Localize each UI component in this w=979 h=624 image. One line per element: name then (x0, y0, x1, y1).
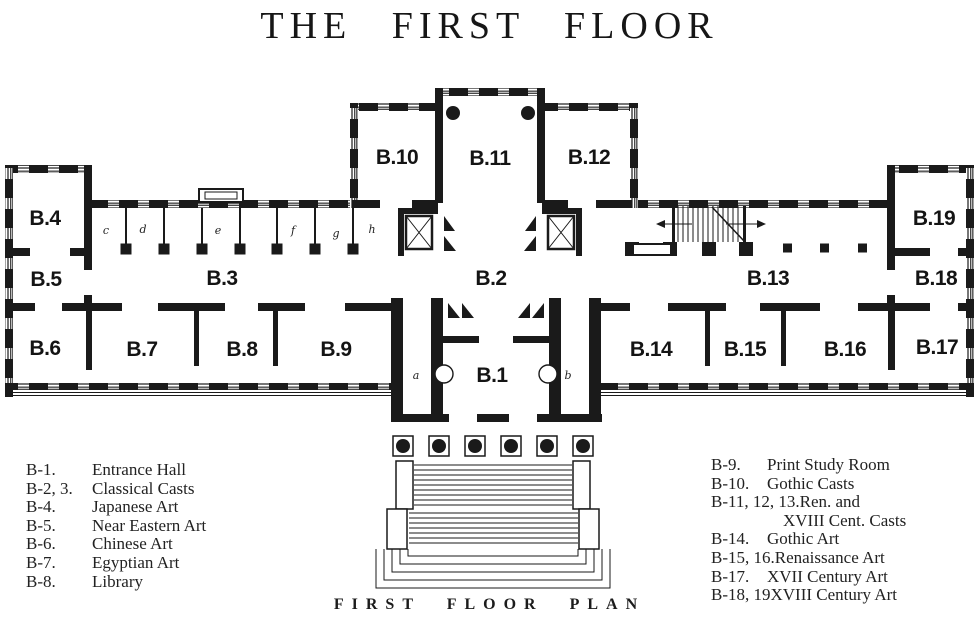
pier-letter-e: e (215, 224, 222, 237)
legend-name: Gothic Casts (767, 473, 855, 493)
room-label-b14: B.14 (630, 338, 673, 361)
pier-letter-a: a (413, 369, 420, 382)
pier-letter-h: h (368, 223, 375, 236)
legend-row: B-17. XVII Century Art (711, 566, 977, 587)
interior-walls (13, 208, 966, 370)
legend-code: B-4. (26, 497, 56, 517)
legend-name: Renaissance Art (774, 547, 885, 567)
legend-code: B-9. (711, 455, 741, 474)
legend-name: Egyptian Art (92, 552, 180, 572)
outer-walls (5, 165, 974, 397)
room-label-b2: B.2 (475, 267, 506, 290)
legend-code: B-7. (26, 552, 56, 572)
pier-letter-c: c (103, 224, 109, 237)
legend-name: Gothic Art (767, 529, 840, 549)
legend-row-continuation: XVIII Cent. Casts (711, 510, 977, 531)
room-label-b16: B.16 (824, 338, 866, 361)
legend-row: B-15, 16.Renaissance Art (711, 547, 977, 568)
stair-shaft-right (524, 208, 582, 256)
room-label-b7: B.7 (126, 338, 157, 361)
room-labels: B.1 B.2 B.3 B.4 B.5 B.6 B.7 B.8 B.9 B.10… (29, 146, 958, 387)
entrance-steps (375, 460, 611, 589)
legend-row: B-11, 12, 13.Ren. and (711, 493, 977, 512)
colonnade-piers-left (120, 208, 359, 255)
pier-letters: a b c d e f g h (103, 223, 572, 382)
legend-row: B-6. Chinese Art (26, 535, 356, 554)
legend-name: Japanese Art (92, 497, 179, 517)
legend-name: Library (92, 571, 143, 591)
room-label-b13: B.13 (747, 267, 789, 290)
legend-name: Near Eastern Art (92, 515, 207, 535)
pier-letter-f: f (290, 224, 297, 237)
stair-shaft-left (398, 208, 456, 256)
room-label-b8: B.8 (226, 338, 258, 361)
legend-row: B-9. Print Study Room (711, 455, 977, 475)
legend-code: B-1. (26, 460, 56, 479)
room-label-b9: B.9 (320, 338, 351, 361)
legend-row: B-7. Egyptian Art (26, 552, 356, 573)
room-label-b18: B.18 (915, 267, 958, 290)
legend-code: B-6. (26, 534, 56, 554)
legend-row: B-14. Gothic Art (711, 530, 977, 549)
entrance-wing-walls (391, 298, 602, 422)
room-label-b1: B.1 (476, 364, 508, 387)
legend-name: Classical Casts (92, 478, 195, 498)
legend-code: B-10. (711, 473, 750, 493)
stepped-apron (375, 549, 611, 589)
room-label-b17: B.17 (916, 336, 958, 359)
legend-name: Print Study Room (767, 455, 890, 474)
portico-columns (392, 435, 594, 457)
legend-code: B-8. (26, 571, 56, 591)
room-label-b15: B.15 (724, 338, 767, 361)
room-label-b3: B.3 (206, 267, 237, 290)
legend-code: B-18, 19 (711, 585, 771, 605)
legend-name: XVIII Cent. Casts (783, 510, 907, 530)
legend-name: Ren. and (799, 492, 861, 512)
legend-row: B-10. Gothic Casts (711, 473, 977, 494)
page-title: THE FIRST FLOOR (260, 5, 719, 47)
legend-row: B-1. Entrance Hall (26, 460, 356, 480)
legend-row: B-5. Near Eastern Art (26, 515, 356, 536)
pier-letter-d: d (139, 223, 146, 236)
plan-caption: FIRST FLOOR PLAN (333, 596, 646, 613)
stair-bench (632, 243, 672, 256)
legend-name: XVII Century Art (767, 566, 888, 586)
room-label-b19: B.19 (913, 207, 955, 230)
room-label-b6: B.6 (29, 337, 60, 360)
pier-letter-g: g (332, 227, 339, 240)
legend-code: B-17. (711, 566, 750, 586)
vestibule-niche (198, 188, 244, 203)
legend-row: B-8. Library (26, 571, 356, 592)
legend-code: B-14. (711, 529, 750, 549)
legend-row: B-2, 3. Classical Casts (26, 478, 356, 499)
entrance-niches (434, 364, 558, 384)
legend-row: B-18, 19XVIII Century Art (711, 586, 977, 605)
legend-name: Chinese Art (92, 534, 173, 554)
legend-code: B-15, 16. (711, 547, 775, 567)
room-label-b10: B.10 (376, 146, 418, 169)
legend-name: Entrance Hall (92, 460, 186, 479)
top-wing-walls (350, 88, 638, 208)
pier-letter-b: b (564, 369, 571, 382)
grand-staircase (632, 206, 766, 256)
legend-row: B-4. Japanese Art (26, 498, 356, 517)
room-label-b4: B.4 (29, 207, 61, 230)
room-label-b12: B.12 (568, 146, 610, 169)
legend-name: XVIII Century Art (770, 585, 898, 605)
legend-right-column: B-9. Print Study Room B-10. Gothic Casts B… (711, 455, 977, 605)
column-dot (521, 106, 535, 120)
legend-left-column: B-1. Entrance Hall B-2, 3. Classical Casts… (26, 460, 356, 592)
legend-code: B-2, 3. (26, 478, 73, 498)
room-label-b11: B.11 (469, 147, 511, 170)
room-label-b5: B.5 (30, 268, 62, 291)
column-dot (446, 106, 460, 120)
legend-code: B-11, 12, 13. (711, 492, 800, 512)
legend-code: B-5. (26, 515, 56, 535)
